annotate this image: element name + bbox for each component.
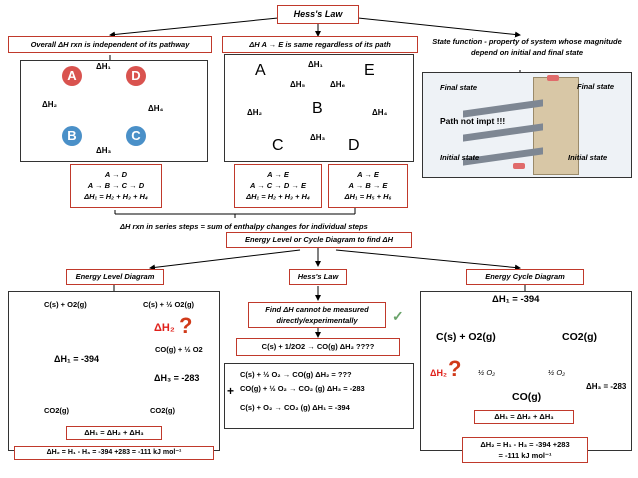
cycle-c: C(s) + O2(g) xyxy=(436,331,496,343)
hess-steps-panel xyxy=(224,363,414,429)
hess-step-2: CO(g) + ½ O₂ → CO₂ (g) ΔH₃ = -283 xyxy=(240,384,365,393)
d2-node-e: E xyxy=(364,62,375,79)
d2-h4-label: ΔH₄ xyxy=(372,108,388,117)
cycle-result-line-2: = -111 kJ mol⁻¹ xyxy=(498,451,552,460)
cycle-half-o2-right: ½ O₂ xyxy=(548,368,566,377)
d2-h6-label: ΔH₆ xyxy=(330,80,346,89)
level-h3: ΔH₃ = -283 xyxy=(154,373,200,383)
initial-state-right: Initial state xyxy=(568,153,608,162)
hess-target-box: C(s) + 1/2O2 → CO(g) ΔH₂ ???? xyxy=(236,338,400,356)
ramp-top xyxy=(463,99,543,118)
level-sum-box: ΔH₁ = ΔH₂ + ΔH₃ xyxy=(66,426,162,440)
level-co: CO(g) + ½ O2 xyxy=(155,345,203,354)
eq3-line-1: A → E xyxy=(357,170,379,179)
eq-box-3: A → E A → B → E ΔH₁ = H₅ + H₆ xyxy=(328,164,408,208)
cycle-co: CO(g) xyxy=(512,391,542,403)
node-d: D xyxy=(126,66,146,86)
square-path-diagram xyxy=(20,60,208,162)
d1-h4-label: ΔH₄ xyxy=(148,104,164,113)
final-state-left: Final state xyxy=(440,83,478,92)
d2-node-a: A xyxy=(255,62,266,79)
state-function-text: State function - property of system whos… xyxy=(432,37,622,57)
eq2-line-1: A → E xyxy=(267,170,289,179)
energy-diagram-title: Energy Level or Cycle Diagram to find ΔH xyxy=(226,232,412,248)
cycle-half-o2-left: ½ O₂ xyxy=(478,368,496,377)
eq-box-2: A → E A → C → D → E ΔH₁ = H₂ + H₃ + H₄ xyxy=(234,164,322,208)
cycle-co2: CO2(g) xyxy=(562,331,597,343)
level-diagram-title: Energy Level Diagram xyxy=(66,269,164,285)
d1-h2-label: ΔH₂ xyxy=(42,100,58,109)
series-note: ΔH rxn in series steps = sum of enthalpy… xyxy=(120,222,368,231)
hess-find-box: Find ΔH cannot be measured directly/expe… xyxy=(248,302,386,328)
question-icon: ? xyxy=(179,313,193,338)
level-h1: ΔH₁ = -394 xyxy=(54,354,99,364)
d2-node-d: D xyxy=(348,137,360,154)
hess-step-sum: C(s) + O₂ → CO₂ (g) ΔH₁ = -394 xyxy=(240,403,350,412)
eq-box-1: A → D A → B → C → D ΔH₁ = H₂ + H₃ + H₄ xyxy=(70,164,162,208)
eq1-line-1: A → D xyxy=(104,170,128,179)
building-diagram xyxy=(422,72,632,178)
d1-h1-label: ΔH₁ xyxy=(96,62,111,71)
level-top-left: C(s) + O2(g) xyxy=(44,300,87,309)
level-top-right: C(s) + ½ O2(g) xyxy=(143,300,195,309)
car-icon xyxy=(513,163,525,169)
level-result-box: ΔH₂ = H₁ - H₃ = -394 +283 = -111 kJ mol⁻… xyxy=(14,446,214,460)
cycle-h2: ΔH₂ xyxy=(430,368,447,378)
d2-h2-label: ΔH₂ xyxy=(247,108,263,117)
cycle-sum-box: ΔH₁ = ΔH₂ + ΔH₃ xyxy=(474,410,574,424)
node-c: C xyxy=(126,126,146,146)
same-path-box: ΔH A → E is same regardless of its path xyxy=(222,36,418,53)
question-icon: ? xyxy=(448,356,462,381)
hess-law-title: Hess's Law xyxy=(289,269,347,285)
cycle-result-box: ΔH₂ = H₁ - H₃ = -394 +283 = -111 kJ mol⁻… xyxy=(462,437,588,463)
cycle-result-line-1: ΔH₂ = H₁ - H₃ = -394 +283 xyxy=(480,440,570,449)
alt-path-diagram xyxy=(224,54,414,162)
eq3-line-2: A → B → E xyxy=(348,181,388,190)
level-h2-label: ΔH₂ xyxy=(154,322,175,334)
path-note: Path not impt !!! xyxy=(440,116,506,126)
pathway-box: Overall ΔH rxn is independent of its pat… xyxy=(8,36,212,53)
d2-node-c: C xyxy=(272,137,284,154)
d1-h3-label: ΔH₃ xyxy=(96,146,112,155)
initial-state-left: Initial state xyxy=(440,153,480,162)
cycle-diagram-title: Energy Cycle Diagram xyxy=(466,269,584,285)
level-bottom-left: CO2(g) xyxy=(44,406,69,415)
eq3-line-3: ΔH₁ = H₅ + H₆ xyxy=(344,192,392,201)
node-a: A xyxy=(62,66,82,86)
eq1-line-3: ΔH₁ = H₂ + H₃ + H₄ xyxy=(84,192,148,201)
eq2-line-3: ΔH₁ = H₂ + H₃ + H₄ xyxy=(246,192,310,201)
d2-h1-label: ΔH₁ xyxy=(308,60,323,69)
hess-plus: + xyxy=(227,384,235,398)
check-icon: ✓ xyxy=(392,308,404,324)
d2-h5-label: ΔH₅ xyxy=(290,80,306,89)
d2-node-b: B xyxy=(312,100,323,117)
eq2-line-2: A → C → D → E xyxy=(250,181,306,190)
cycle-h3: ΔH₃ = -283 xyxy=(586,382,627,391)
hess-step-1: C(s) + ½ O₂ → CO(g) ΔH₂ = ??? xyxy=(240,370,352,379)
ramp-mid xyxy=(463,123,543,142)
cycle-h1: ΔH₁ = -394 xyxy=(492,294,540,305)
final-state-right: Final state xyxy=(577,82,615,91)
level-bottom-right: CO2(g) xyxy=(150,406,175,415)
page-title: Hess's Law xyxy=(277,5,359,24)
energy-level-panel xyxy=(8,291,220,451)
node-b: B xyxy=(62,126,82,146)
car-icon xyxy=(547,75,559,81)
eq1-line-2: A → B → C → D xyxy=(87,181,145,190)
d2-h3-label: ΔH₃ xyxy=(310,133,326,142)
